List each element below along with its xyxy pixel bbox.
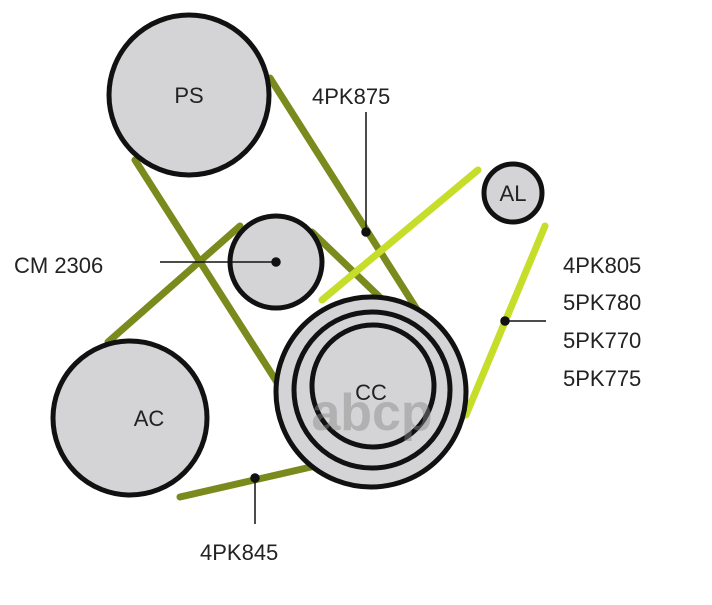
label-right-3: 5PK770 [563, 328, 641, 353]
pulley-ac [50, 338, 210, 498]
label-right-1: 4PK805 [563, 253, 641, 278]
pulley-label-cc: CC [355, 380, 387, 405]
belt-al-cc-top [318, 166, 482, 304]
pulley-label-ps: PS [174, 83, 203, 108]
belt-ps-cc-right [266, 74, 434, 334]
pulley-ps [106, 12, 272, 178]
label-top: 4PK875 [312, 84, 390, 109]
leader-dot-top [361, 227, 371, 237]
pulley-al [481, 161, 545, 225]
pulley-label-ac: AC [134, 406, 165, 431]
label-bottom: 4PK845 [200, 540, 278, 565]
pulley-label-al: AL [500, 181, 527, 206]
label-right-4: 5PK775 [563, 366, 641, 391]
pulley-cc-inner [309, 322, 437, 450]
watermark: abcp [311, 384, 432, 442]
leader-dot-right [500, 316, 510, 326]
belt-ac-cm [104, 222, 244, 346]
leader-dot-left [271, 257, 281, 267]
label-left: CM 2306 [14, 253, 103, 278]
label-right-2: 5PK780 [563, 290, 641, 315]
leader-dot-bottom [250, 473, 260, 483]
belt-ps-cc-left [131, 156, 300, 416]
